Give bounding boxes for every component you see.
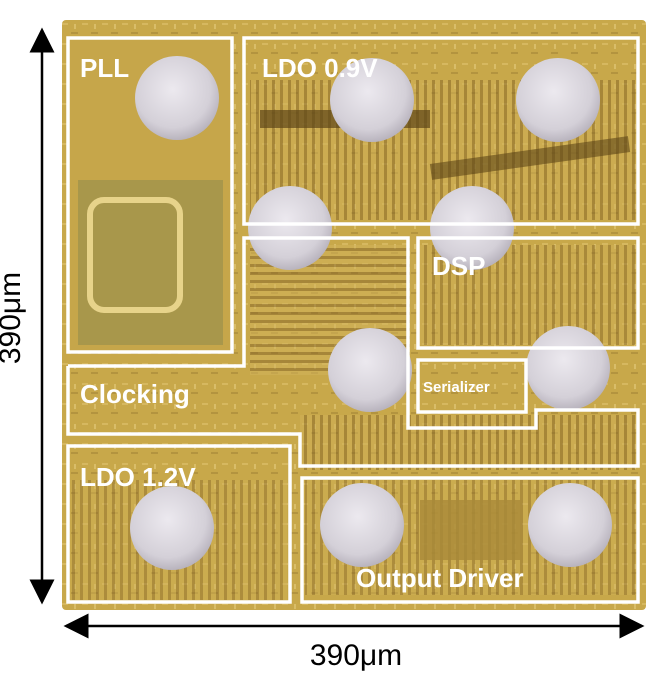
bond-pad bbox=[330, 58, 414, 142]
ldo-09-block-outline bbox=[242, 36, 640, 226]
clocking-label: Clocking bbox=[80, 379, 190, 409]
dsp-label: DSP bbox=[432, 251, 485, 281]
pll-block-outline bbox=[66, 36, 234, 354]
pll-label: PLL bbox=[80, 53, 129, 83]
output-driver-block-outline bbox=[300, 476, 640, 604]
horizontal-dimension-label: 390μm bbox=[310, 639, 402, 672]
ldo-12-label: LDO 1.2V bbox=[80, 462, 196, 492]
bond-pads bbox=[130, 56, 612, 570]
vertical-dimension-label: 390μm bbox=[0, 272, 27, 364]
bond-pad bbox=[248, 186, 332, 270]
bond-pad bbox=[328, 328, 412, 412]
serializer-label: Serializer bbox=[423, 379, 490, 396]
block-outlines bbox=[66, 36, 640, 604]
bond-pad bbox=[516, 58, 600, 142]
output-driver-label: Output Driver bbox=[356, 563, 524, 593]
bond-pad bbox=[320, 483, 404, 567]
ldo-12-block-outline bbox=[66, 444, 292, 604]
block-labels: PLL LDO 0.9V DSP Serializer Clocking LDO… bbox=[80, 53, 524, 593]
bond-pad bbox=[430, 186, 514, 270]
dimension-arrows bbox=[29, 27, 645, 639]
bond-pad bbox=[528, 483, 612, 567]
ldo-09-label: LDO 0.9V bbox=[262, 53, 378, 83]
bond-pad bbox=[130, 486, 214, 570]
clocking-block-outline bbox=[66, 236, 640, 468]
serializer-block-outline bbox=[416, 358, 528, 414]
bond-pad bbox=[526, 326, 610, 410]
dsp-block-outline bbox=[416, 236, 640, 350]
bond-pad bbox=[135, 56, 219, 140]
